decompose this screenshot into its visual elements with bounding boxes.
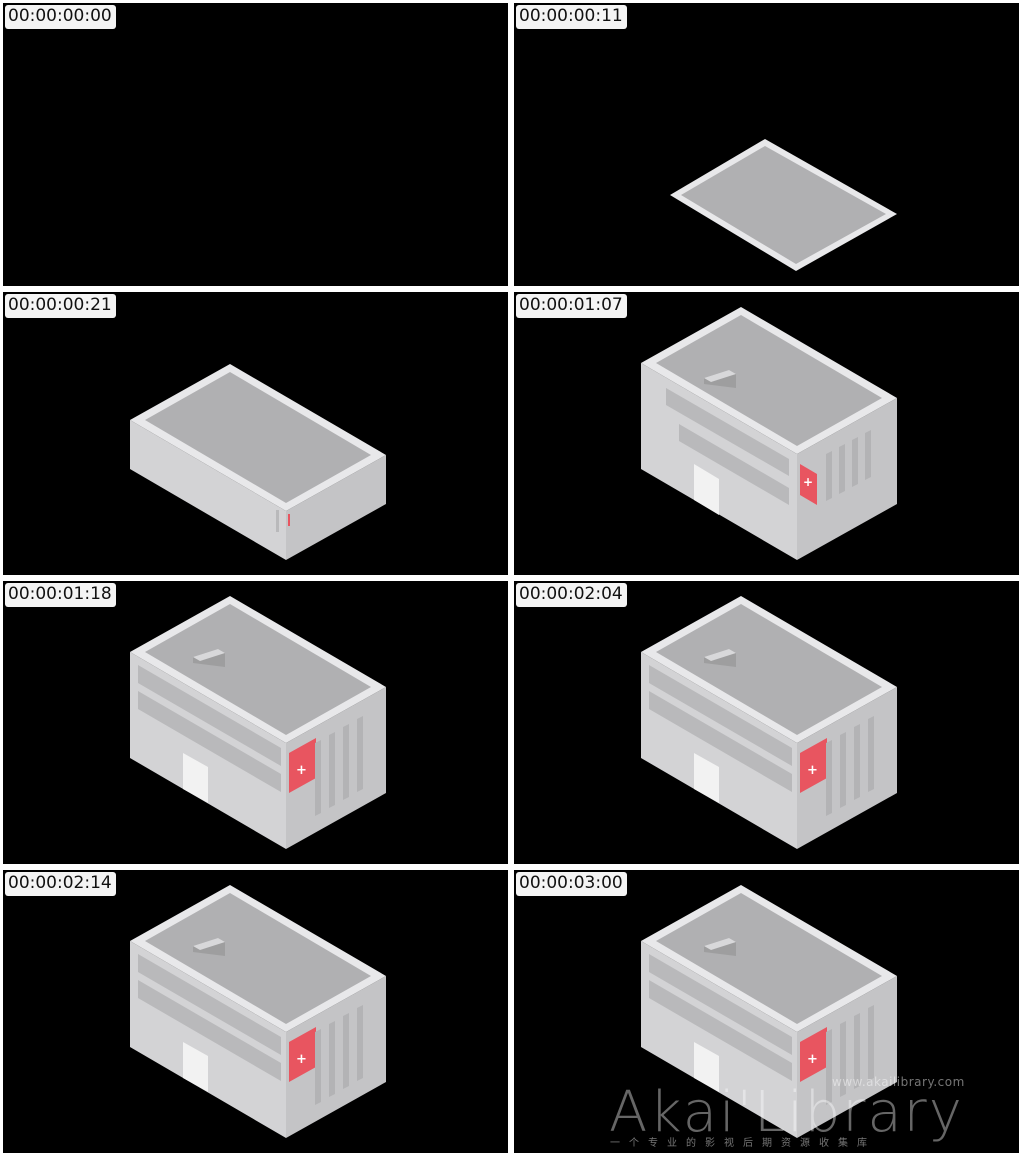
building-block <box>130 364 386 560</box>
frame-scene <box>130 364 386 560</box>
svg-text:+: + <box>807 1052 818 1067</box>
video-frame-2: 00:00:00:11 <box>514 3 1019 286</box>
svg-text:+: + <box>803 475 813 489</box>
frame-timestamp: 00:00:02:04 <box>516 583 627 607</box>
video-frame-4: + 00:00:01:07 <box>514 292 1019 575</box>
frame-timestamp: 00:00:01:07 <box>516 294 627 318</box>
hospital-building: + <box>641 885 897 1138</box>
frame-scene: + <box>641 885 897 1138</box>
building-base <box>670 139 897 271</box>
svg-text:+: + <box>296 763 307 778</box>
video-frame-5: + 00:00:01:18 <box>3 581 508 864</box>
frame-timestamp: 00:00:00:00 <box>5 5 116 29</box>
frame-timestamp: 00:00:00:11 <box>516 5 627 29</box>
frame-scene <box>670 139 897 271</box>
frame-scene: + <box>130 596 386 849</box>
hospital-building: + <box>641 307 897 560</box>
video-frame-7: + 00:00:02:14 <box>3 870 508 1153</box>
frame-scene: + <box>641 307 897 560</box>
frame-timestamp: 00:00:00:21 <box>5 294 116 318</box>
frame-scene: + <box>130 885 386 1138</box>
frame-scene: + <box>641 596 897 849</box>
video-frame-8: + www.akailibrary.com Akai'Library 一个专业的… <box>514 870 1019 1153</box>
video-frame-6: + 00:00:02:04 <box>514 581 1019 864</box>
frame-timestamp: 00:00:01:18 <box>5 583 116 607</box>
video-frame-1: 00:00:00:00 <box>3 3 508 286</box>
video-frame-3: 00:00:00:21 <box>3 292 508 575</box>
hospital-building: + <box>641 596 897 849</box>
frame-timestamp: 00:00:02:14 <box>5 872 116 896</box>
hospital-building: + <box>130 596 386 849</box>
frame-scene <box>3 3 508 286</box>
svg-text:+: + <box>807 763 818 778</box>
frame-timestamp: 00:00:03:00 <box>516 872 627 896</box>
hospital-building: + <box>130 885 386 1138</box>
svg-text:+: + <box>296 1052 307 1067</box>
